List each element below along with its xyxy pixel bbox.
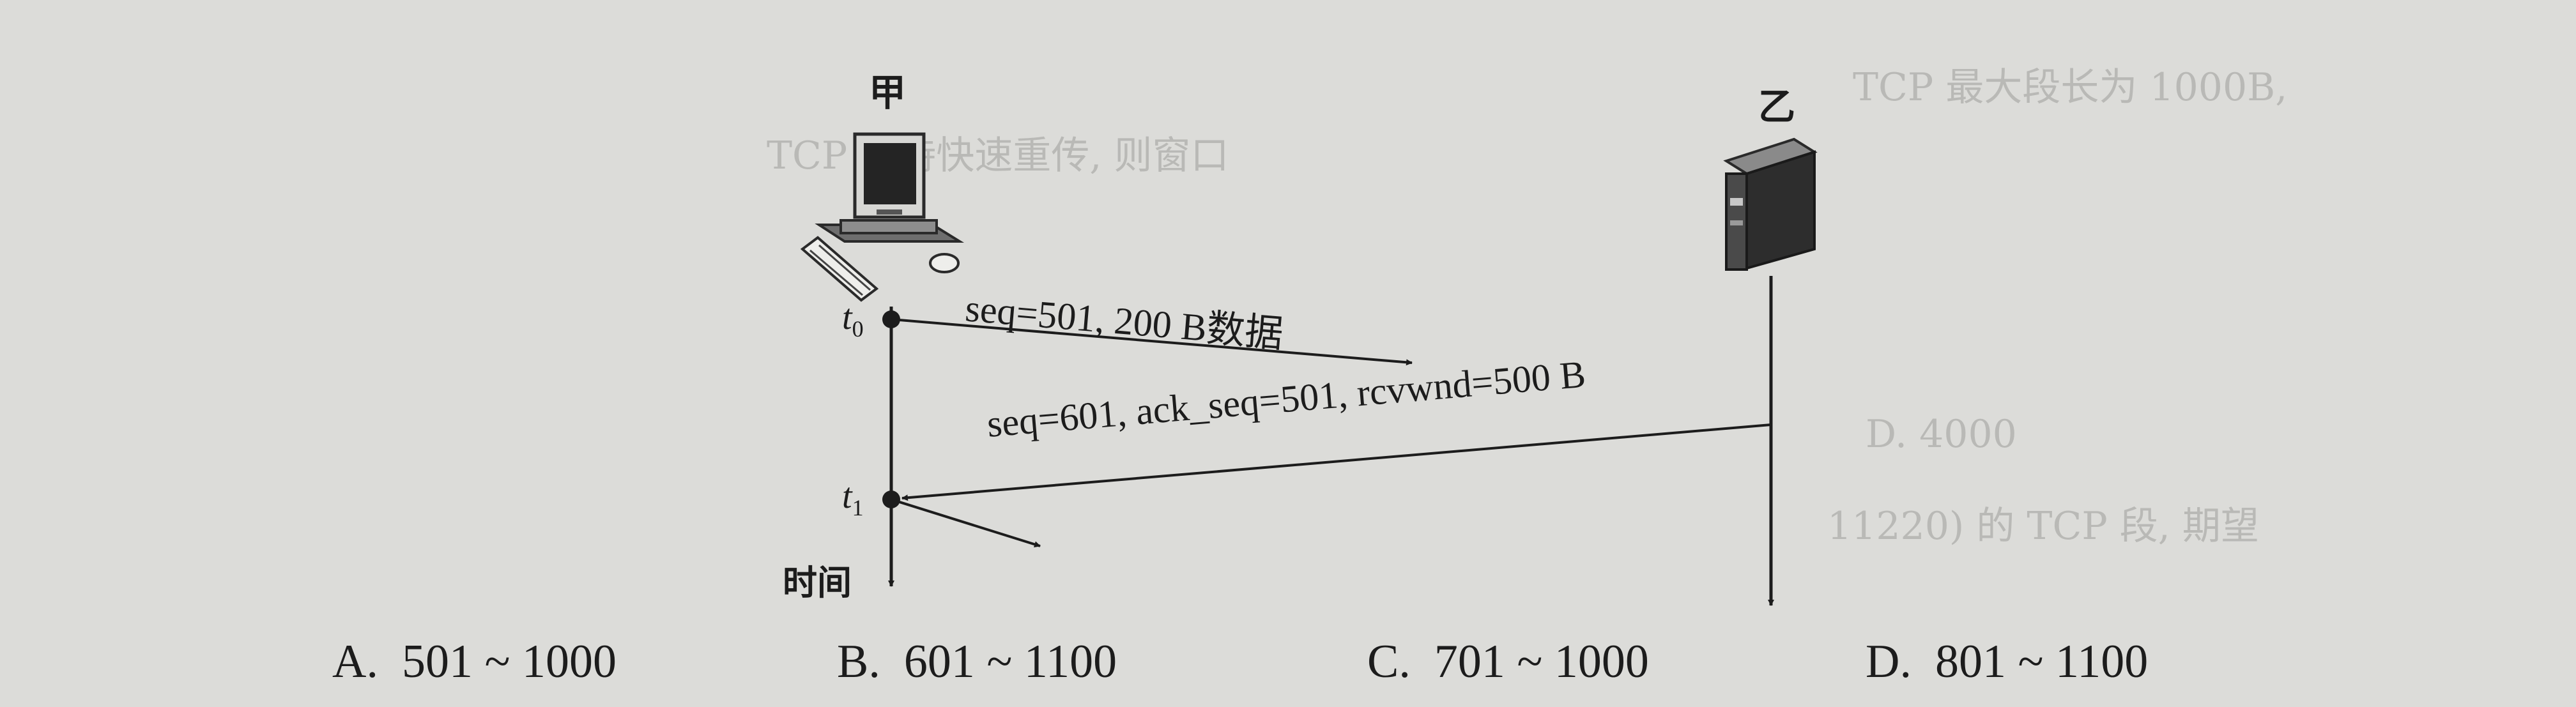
- host-a-label: 甲: [869, 71, 907, 114]
- bleed-through-text: 11220) 的 TCP 段, 期望: [1827, 504, 2259, 549]
- bleed-through-text: D. 4000: [1866, 412, 2017, 457]
- t1-label: t1: [842, 476, 864, 521]
- option-a: A. 501 ~ 1000: [332, 635, 617, 688]
- option-b: B. 601 ~ 1100: [837, 635, 1117, 688]
- segment-arrow-a-to-b: [891, 318, 1413, 366]
- ack-arrow-b-to-a: [901, 423, 1772, 501]
- t0-label: t0: [842, 298, 864, 342]
- server-tower-icon: [1723, 137, 1818, 271]
- bleed-through-text: TCP 支持快速重传, 则窗口: [767, 133, 1229, 178]
- desktop-computer-icon: [800, 132, 965, 302]
- next-segment-arrow: [891, 498, 1041, 548]
- time-axis-label: 时间: [783, 563, 852, 603]
- option-d: D. 801 ~ 1100: [1866, 635, 2149, 688]
- host-b-label: 乙: [1758, 85, 1796, 128]
- option-c: C. 701 ~ 1000: [1367, 635, 1649, 688]
- bleed-through-text: TCP 最大段长为 1000B,: [1853, 65, 2288, 110]
